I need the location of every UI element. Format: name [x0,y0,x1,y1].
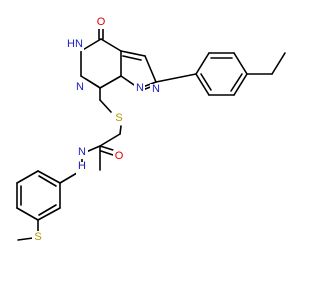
bond [200,73,212,91]
bond [37,170,61,184]
bond [100,150,114,156]
atom-n-h-ring: HN [67,38,83,50]
bond [100,38,122,52]
bond [99,145,114,151]
atom-h-amide: H [78,160,86,172]
atom-n-bridge: N [136,82,144,94]
bond [99,99,112,113]
atom-n-pyrazole: N [152,83,160,95]
bond [230,73,243,92]
bond [38,175,57,187]
bond [120,50,146,57]
molecule-structure: O HN N N N S O N H S [16,16,286,245]
bond [16,170,39,184]
bond [99,133,121,147]
bond [233,73,248,96]
bond [144,55,157,83]
bond [85,145,101,153]
bond [155,73,197,83]
atom-s-methyl: S [34,231,41,243]
bond [271,52,286,75]
atom-n-amide: N [78,146,86,158]
atom-o-carbonyl-ring: O [97,16,106,28]
bond [195,73,210,96]
bonds [16,21,286,241]
bond [85,78,100,88]
atom-labels: O HN N N N S O N H S [32,16,161,245]
bond [80,38,102,52]
atom-o-amide: O [115,150,124,162]
bond [17,237,34,241]
bond [37,207,61,221]
molecule-canvas: O HN N N N S O N H S [16,16,286,245]
bond [195,52,210,75]
bond [16,207,39,221]
bond [99,75,122,89]
atom-n-ring-lower: N [76,81,84,93]
bond [38,204,57,216]
bond [122,55,142,61]
atom-s-thioether: S [115,112,122,124]
bond [233,52,248,75]
bond [119,125,122,135]
